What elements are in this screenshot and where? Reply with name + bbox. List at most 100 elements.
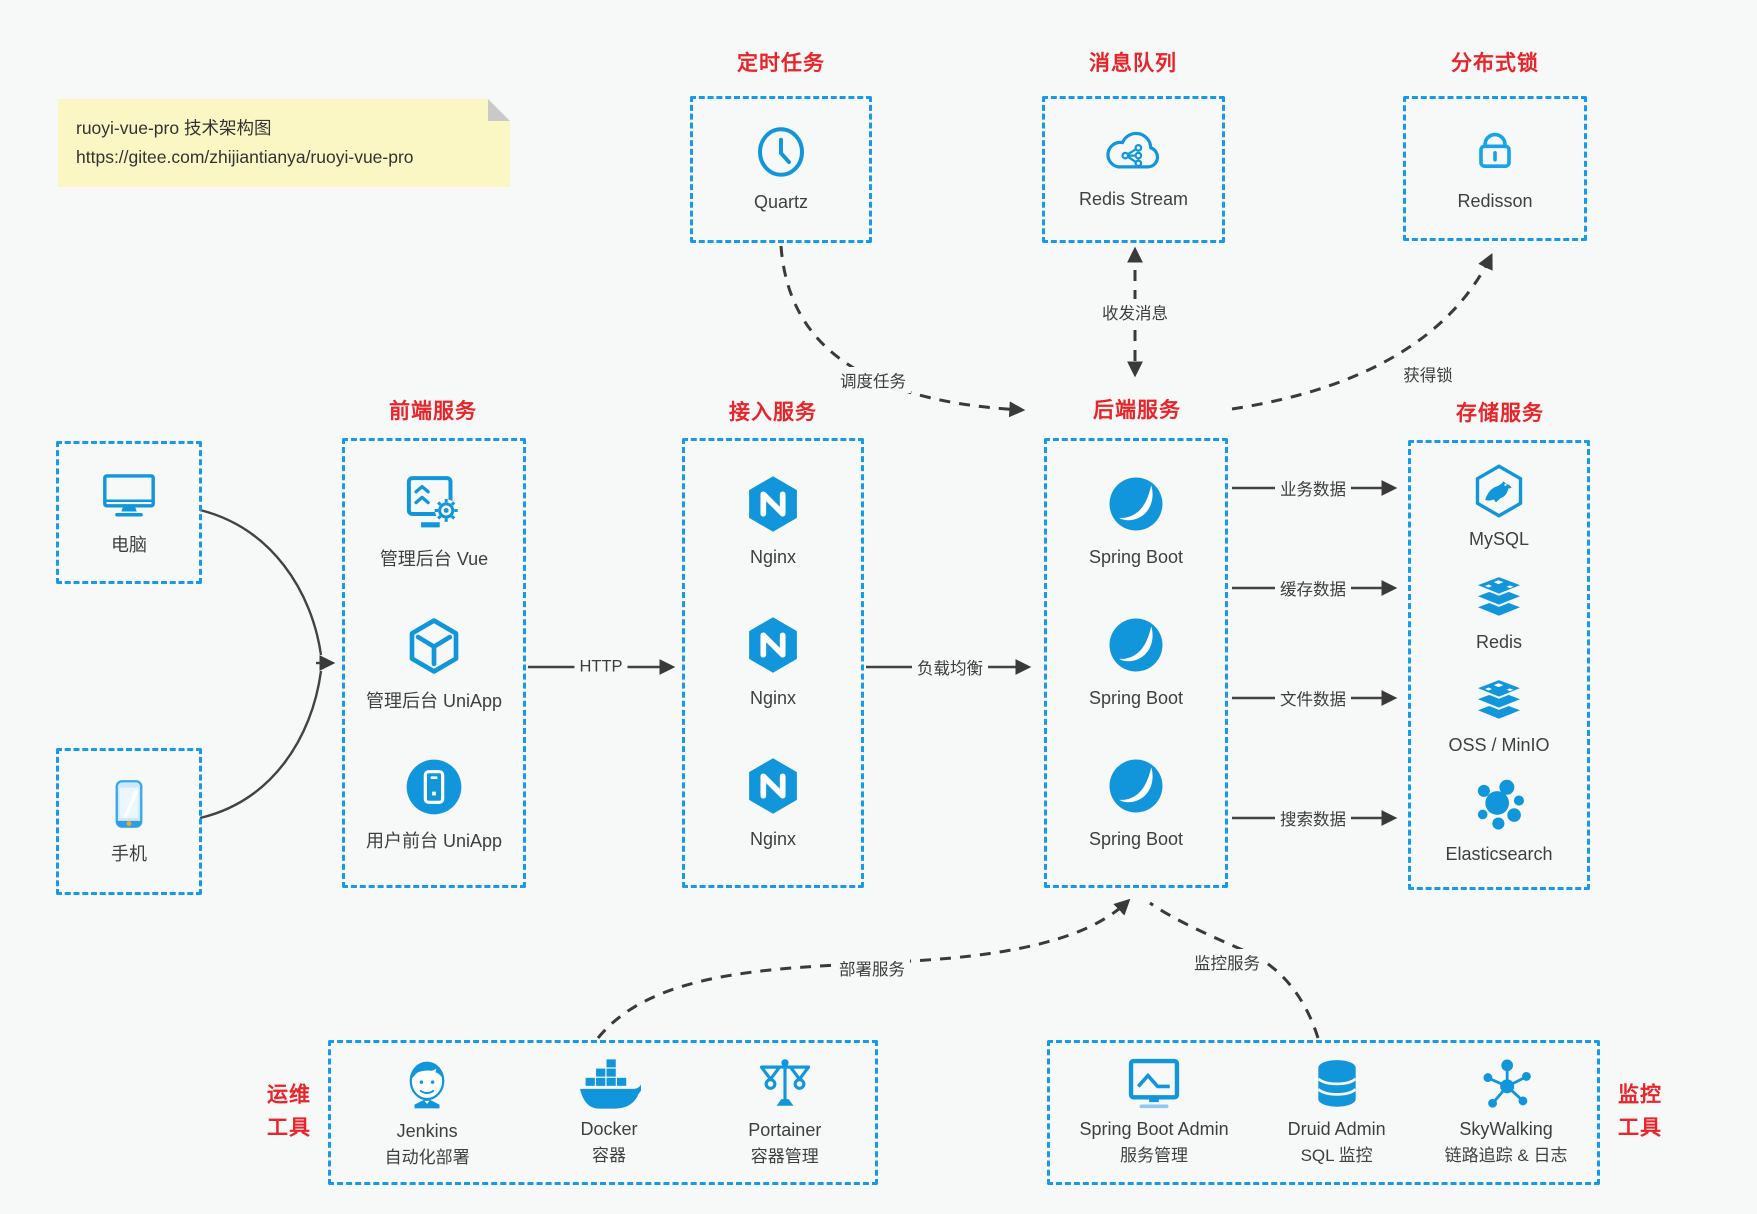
mysql-icon	[1475, 464, 1523, 518]
spring-boot-icon	[1109, 618, 1163, 672]
node-label: Nginx	[749, 829, 797, 850]
node-label: Docker	[580, 1119, 638, 1140]
group-box-client-phone: 手机	[56, 748, 202, 895]
edge-label-cache-data: 缓存数据	[1275, 575, 1351, 601]
group-title-backend: 后端服务	[1093, 399, 1181, 422]
node-spring-boot-3: Spring Boot	[1089, 755, 1183, 853]
user-app-icon	[406, 759, 462, 815]
node-label: Spring Boot	[1088, 687, 1184, 708]
spring-boot-icon	[1109, 477, 1163, 531]
node-sublabel: 自动化部署	[384, 1148, 470, 1168]
group-box-lock: Redisson	[1403, 96, 1587, 241]
node-quartz: Quartz	[753, 124, 809, 216]
node-sublabel: 服务管理	[1120, 1146, 1189, 1166]
devops-title-line1: 运维	[267, 1083, 311, 1107]
mobile-icon	[115, 779, 143, 828]
group-title-storage: 存储服务	[1456, 402, 1544, 425]
desktop-icon	[103, 473, 155, 516]
edge-label-business-data: 业务数据	[1275, 475, 1351, 501]
group-title-devops: 运维 工具	[267, 1079, 311, 1144]
node-label: Redis Stream	[1078, 188, 1189, 209]
node-nginx-2: Nginx	[742, 614, 804, 712]
group-title-lock: 分布式锁	[1451, 52, 1539, 75]
elasticsearch-icon	[1477, 779, 1524, 830]
admin-vue-icon	[406, 476, 458, 528]
spring-boot-icon	[1109, 759, 1163, 813]
node-label: SkyWalking	[1459, 1119, 1553, 1140]
group-box-monitoring: Spring Boot Admin 服务管理 Druid Admin SQL 监…	[1047, 1040, 1600, 1185]
edge-label-acquire-lock: 获得锁	[1398, 361, 1458, 387]
jenkins-icon	[409, 1061, 445, 1109]
edge-label-load-balance: 负载均衡	[912, 654, 988, 680]
group-title-gateway: 接入服务	[729, 401, 817, 424]
node-label: 手机	[111, 843, 147, 864]
node-spring-boot-1: Spring Boot	[1089, 473, 1183, 571]
group-box-mq: Redis Stream	[1042, 96, 1225, 243]
node-redisson: Redisson	[1457, 123, 1533, 215]
edge-label-search-data: 搜索数据	[1275, 805, 1351, 831]
node-label: 电脑	[111, 534, 147, 555]
edge-label-monitor-service: 监控服务	[1189, 949, 1265, 975]
sticky-note: ruoyi-vue-pro 技术架构图 https://gitee.com/zh…	[58, 99, 510, 187]
group-box-client-computer: 电脑	[56, 441, 202, 584]
node-redis: Redis	[1471, 571, 1527, 656]
group-title-mq: 消息队列	[1089, 52, 1177, 75]
node-label: Spring Boot	[1088, 546, 1184, 567]
group-title-frontend: 前端服务	[389, 400, 477, 423]
group-title-scheduled: 定时任务	[737, 52, 825, 75]
monitoring-title-line1: 监控	[1618, 1083, 1662, 1107]
node-phone: 手机	[101, 776, 157, 868]
node-sublabel: 容器	[591, 1146, 626, 1166]
node-label: Nginx	[749, 687, 797, 708]
uniapp-cube-icon	[409, 618, 459, 674]
node-label: Redis	[1475, 632, 1523, 652]
nginx-icon	[749, 758, 797, 815]
node-label: 管理后台 UniApp	[365, 691, 503, 711]
node-label: MySQL	[1468, 529, 1529, 549]
node-elasticsearch: Elasticsearch	[1445, 777, 1553, 868]
node-user-uniapp: 用户前台 UniApp	[366, 755, 502, 855]
nginx-icon	[749, 475, 797, 532]
nginx-icon	[749, 617, 797, 673]
node-nginx-1: Nginx	[742, 473, 804, 571]
node-spring-boot-admin: Spring Boot Admin 服务管理	[1080, 1056, 1229, 1169]
node-label: Druid Admin	[1287, 1119, 1386, 1140]
node-mysql: MySQL	[1469, 462, 1529, 553]
monitoring-title-line2: 工具	[1618, 1116, 1662, 1139]
devops-title-line2: 工具	[267, 1116, 311, 1139]
edge-label-dispatch-job: 调度任务	[835, 367, 911, 393]
node-label: Spring Boot	[1088, 829, 1184, 850]
edge-label-deploy-service: 部署服务	[834, 955, 910, 981]
node-druid-admin: Druid Admin SQL 监控	[1288, 1056, 1386, 1169]
node-docker: Docker 容器	[577, 1056, 641, 1169]
node-jenkins: Jenkins 自动化部署	[385, 1054, 470, 1171]
redis-stack-icon	[1474, 574, 1524, 618]
note-url: https://gitee.com/zhijiantianya/ruoyi-vu…	[76, 146, 414, 167]
monitor-chart-icon	[1128, 1059, 1180, 1109]
node-skywalking: SkyWalking 链路追踪 & 日志	[1445, 1056, 1567, 1169]
group-box-scheduled: Quartz	[690, 96, 872, 243]
node-label: Jenkins	[396, 1121, 458, 1142]
node-label: 用户前台 UniApp	[365, 831, 503, 851]
node-redis-stream: Redis Stream	[1079, 127, 1188, 213]
edge-computer-frontend	[199, 508, 323, 656]
portainer-icon	[759, 1059, 810, 1106]
node-admin-vue: 管理后台 Vue	[380, 471, 488, 573]
group-box-storage: MySQL Redis	[1408, 440, 1590, 890]
group-box-backend: Spring Boot Spring Boot Spring Boot	[1044, 438, 1228, 888]
topology-icon	[1483, 1059, 1531, 1108]
note-title: ruoyi-vue-pro 技术架构图	[76, 118, 272, 138]
edge-monitor-service-line	[1149, 901, 1320, 1039]
docker-icon	[580, 1059, 641, 1109]
node-label: Elasticsearch	[1445, 844, 1553, 864]
node-portainer: Portainer 容器管理	[748, 1055, 821, 1170]
clock-icon	[758, 126, 804, 177]
node-nginx-3: Nginx	[742, 755, 804, 853]
cloud-stream-icon	[1106, 131, 1160, 168]
edge-acquire-lock-line	[1231, 253, 1493, 411]
group-box-frontend: 管理后台 Vue 管理后台 UniApp 用户前台 UniApp	[342, 438, 526, 888]
node-spring-boot-2: Spring Boot	[1089, 614, 1183, 712]
edge-label-message: 收发消息	[1097, 299, 1173, 325]
node-computer: 电脑	[98, 467, 160, 559]
